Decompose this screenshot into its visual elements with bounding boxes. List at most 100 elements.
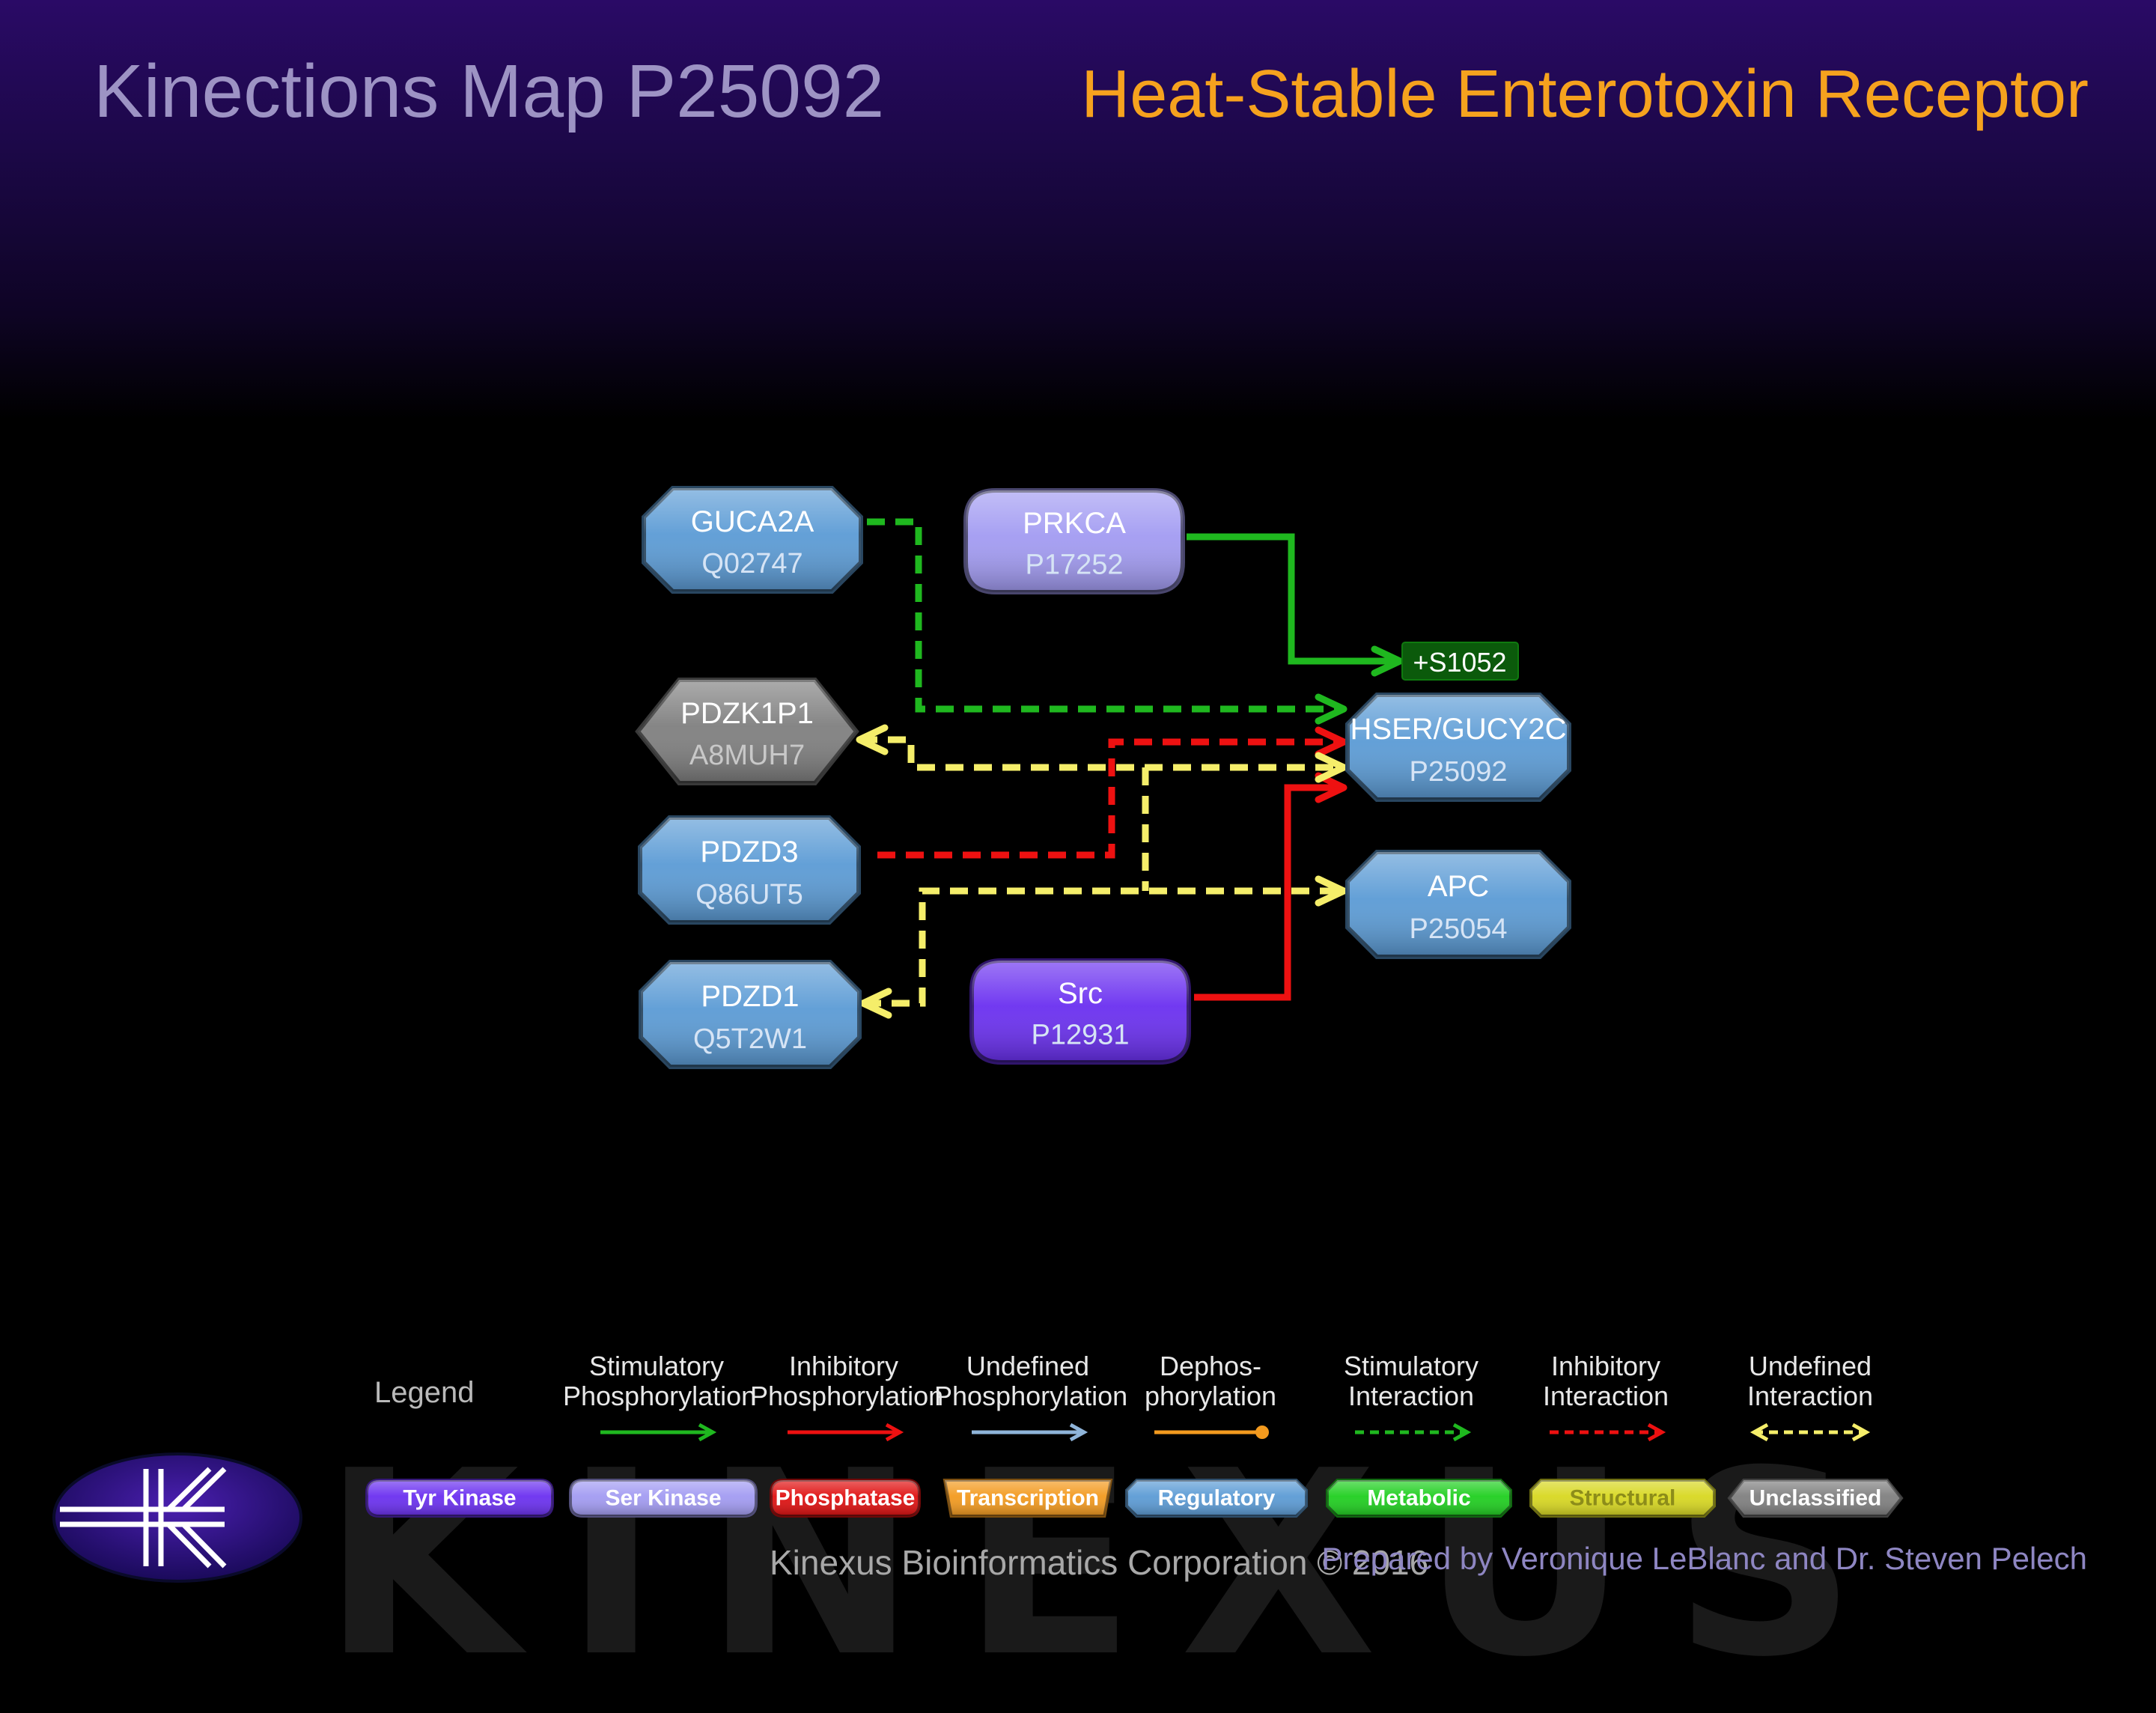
legend-label-line1: Inhibitory — [788, 1351, 899, 1381]
edge-arrowhead-start — [856, 724, 889, 755]
legend-label-line2: Phosphorylation — [563, 1381, 757, 1411]
legend-arrow-undefined-phosphorylation — [972, 1423, 1088, 1442]
legend-label-line1: Dephos- — [1159, 1351, 1262, 1381]
legend-type-metabolic: Metabolic — [1326, 1479, 1512, 1518]
edge-arrowhead-start — [859, 988, 892, 1019]
node-uniprot-id: Q86UT5 — [695, 879, 803, 910]
legend-type-unclassified: Unclassified — [1727, 1479, 1904, 1518]
node-uniprot-id: P25054 — [1409, 913, 1507, 945]
legend-arrow-stimulatory-interaction — [1355, 1423, 1472, 1442]
phosphosite-badge-bg — [1401, 642, 1519, 681]
node-uniprot-id: P17252 — [1025, 550, 1123, 581]
edge-arrowhead — [1315, 752, 1348, 783]
legend-type-label: Regulatory — [1158, 1486, 1276, 1511]
legend-type-gloss — [771, 1480, 919, 1516]
edge-guca2a-to-hser-gucy2c — [867, 518, 1348, 725]
legend-type-tyr-kinase: Tyr Kinase — [365, 1479, 554, 1518]
legend-type-transcription: Transcription — [943, 1479, 1113, 1518]
edge-line — [1194, 784, 1344, 1001]
legend-type-gloss — [1127, 1480, 1306, 1516]
legend-type-label: Phosphatase — [776, 1486, 916, 1511]
node-gloss — [641, 962, 859, 1067]
footer-credit: Prepared by Veronique LeBlanc and Dr. St… — [1321, 1541, 2087, 1576]
edge-arrowhead — [1315, 875, 1348, 907]
legend-label-line2: Phosphorylation — [934, 1381, 1128, 1411]
node-gloss — [644, 488, 861, 591]
node-name: Src — [1058, 977, 1103, 1010]
legend-arrow-head — [1452, 1423, 1472, 1442]
legend-type-gloss — [945, 1480, 1111, 1516]
node-name: PRKCA — [1023, 507, 1126, 540]
legend-type-gloss — [1327, 1480, 1511, 1516]
legend-arrow-undefined-interaction — [1750, 1423, 1871, 1442]
legend-label-line1: Undefined — [1748, 1351, 1872, 1381]
legend-type-gloss — [1729, 1480, 1901, 1516]
legend-type-regulatory: Regulatory — [1125, 1479, 1308, 1518]
node-name: HSER/GUCY2C — [1350, 713, 1567, 746]
node-uniprot-id: Q5T2W1 — [693, 1023, 807, 1055]
node-gloss — [640, 818, 859, 922]
edge-pdzk1p1-to-hser-gucy2c — [856, 724, 1348, 783]
legend-arrow-dephos-phorylation — [1154, 1426, 1269, 1439]
legend-arrow-head-start — [1750, 1423, 1769, 1442]
legend-type-label: Transcription — [957, 1486, 1099, 1511]
node-uniprot-id: P25092 — [1409, 756, 1507, 788]
legend-arrow-head — [698, 1423, 717, 1442]
node-gloss — [1348, 695, 1569, 800]
legend-label-line1: Stimulatory — [1343, 1351, 1479, 1381]
header-band — [0, 0, 2156, 419]
legend-type-label: Tyr Kinase — [403, 1486, 516, 1511]
legend-type-ser-kinase: Ser Kinase — [569, 1479, 758, 1518]
edge-arrowhead — [1371, 645, 1404, 677]
edge-arrowhead — [1315, 726, 1348, 758]
node-gloss — [638, 680, 856, 783]
edges: +S1052 — [856, 518, 1519, 1019]
legend-type-structural: Structural — [1529, 1479, 1716, 1518]
legend-type-label: Metabolic — [1367, 1486, 1470, 1511]
node-name: APC — [1428, 870, 1489, 903]
edge-arrowhead — [1315, 772, 1348, 803]
node-apc[interactable]: APC P25054 — [1345, 850, 1571, 959]
edge-pdzd1-to-apc — [859, 767, 1348, 1019]
legend-label-line2: phorylation — [1144, 1381, 1277, 1411]
legend-label-line2: Interaction — [1542, 1381, 1669, 1411]
edge-line — [859, 736, 1344, 771]
phosphosite-label: +S1052 — [1413, 647, 1506, 678]
page-title: Kinections Map P25092 — [94, 49, 885, 133]
legend-arrow-head — [1647, 1423, 1666, 1442]
legend-type-phosphatase: Phosphatase — [770, 1479, 921, 1518]
node-hser-gucy2c[interactable]: HSER/GUCY2C P25092 — [1345, 693, 1571, 802]
node-gloss — [966, 490, 1183, 592]
legend-type-label: Structural — [1570, 1486, 1676, 1511]
legend-label-line2: Interaction — [1747, 1381, 1874, 1411]
legend-label-line1: Undefined — [966, 1351, 1090, 1381]
legend-arrow-head — [885, 1423, 904, 1442]
legend-type-gloss — [367, 1480, 552, 1516]
legend-label-line1: Stimulatory — [588, 1351, 725, 1381]
edge-line — [877, 738, 1344, 859]
edge-line — [867, 518, 1344, 713]
edge-prkca-to-hser-gucy2c — [1187, 533, 1404, 677]
edge-pdzd3-to-hser-gucy2c — [877, 726, 1348, 859]
node-prkca[interactable]: PRKCA P17252 — [963, 488, 1185, 594]
footer-company: Kinexus Bioinformatics Corporation © 201… — [770, 1543, 1429, 1582]
legend-label-line1: Inhibitory — [1550, 1351, 1661, 1381]
legend-type-label: Ser Kinase — [605, 1486, 721, 1511]
legend-arrow-inhibitory-phosphorylation — [788, 1423, 904, 1442]
legend-type-label: Unclassified — [1750, 1486, 1882, 1511]
node-name: PDZK1P1 — [680, 697, 814, 730]
phosphosite-badge: +S1052 — [1401, 642, 1519, 681]
legend-type-gloss — [570, 1480, 756, 1516]
